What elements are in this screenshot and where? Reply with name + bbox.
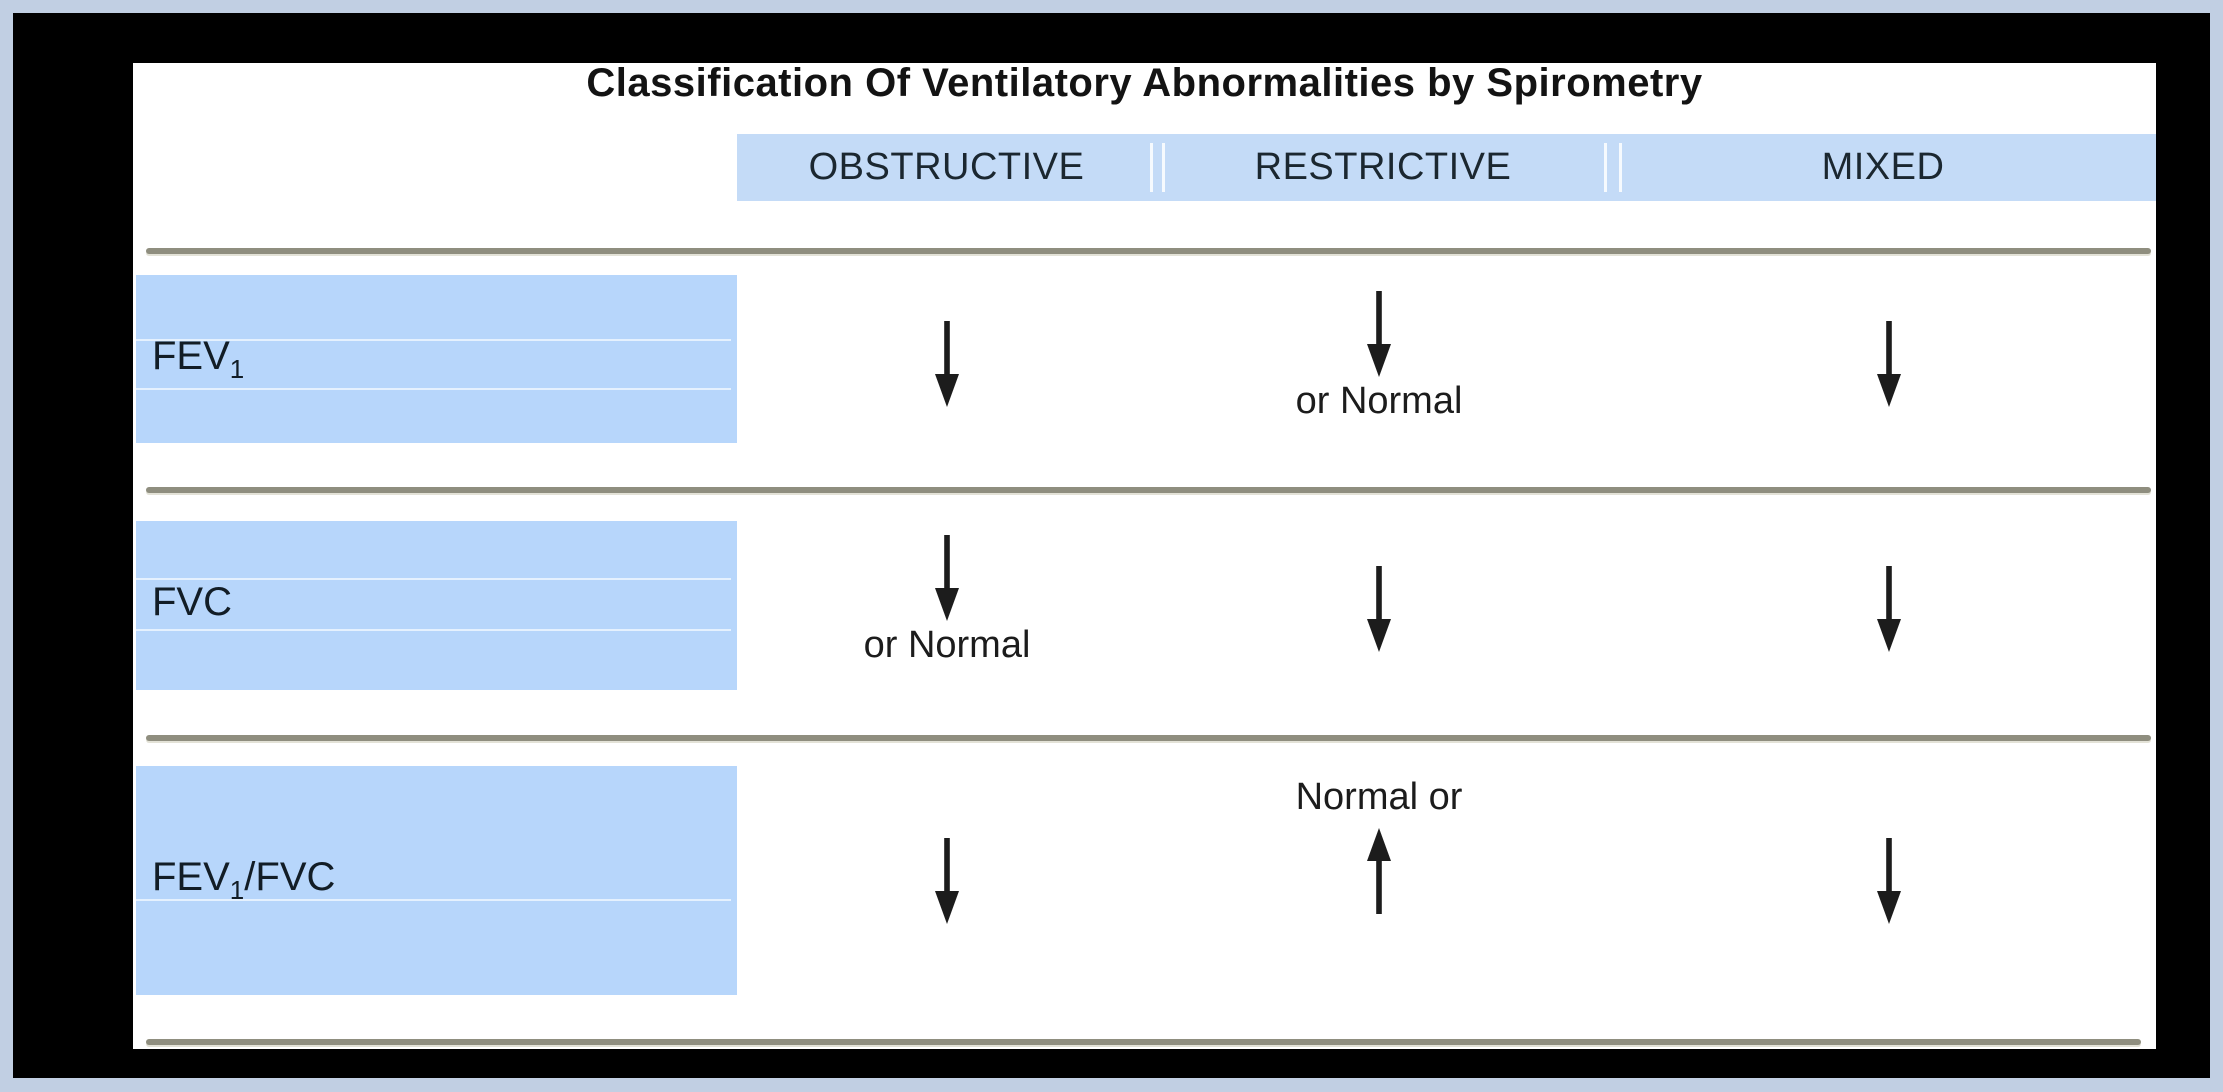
down-arrow-icon	[1363, 291, 1395, 377]
row-label-fev1: FEV1	[136, 275, 737, 443]
cell-text: Normal or	[1295, 776, 1463, 818]
column-header-mixed: MIXED	[1821, 146, 1945, 188]
down-arrow-icon	[1873, 566, 1905, 652]
down-arrow-icon	[1873, 321, 1905, 407]
gridline	[136, 898, 731, 901]
row-label-fvc: FVC	[136, 521, 737, 690]
horizontal-rule	[146, 487, 2151, 493]
cell-fev1fvc-mixed	[1689, 838, 2089, 924]
cell-fev1-mixed	[1689, 321, 2089, 407]
horizontal-rule	[146, 1039, 2141, 1045]
cell-text: or Normal	[1295, 380, 1463, 422]
gridline	[136, 578, 731, 581]
cell-fev1fvc-obstructive	[747, 838, 1147, 924]
gridline	[136, 338, 731, 341]
header-divider	[1162, 143, 1165, 192]
row-label-text: FEV1/FVC	[152, 855, 336, 905]
header-divider	[1619, 143, 1622, 192]
header-divider	[1604, 143, 1607, 192]
figure-title: Classification Of Ventilatory Abnormalit…	[586, 61, 1703, 105]
header-divider	[1150, 143, 1153, 192]
spirometry-table: Classification Of Ventilatory Abnormalit…	[133, 61, 2156, 1049]
down-arrow-icon	[1363, 566, 1395, 652]
horizontal-rule	[146, 735, 2151, 741]
cell-fvc-obstructive: or Normal	[747, 535, 1147, 667]
down-arrow-icon	[1873, 838, 1905, 924]
cell-fev1-restrictive: or Normal	[1179, 291, 1579, 423]
down-arrow-icon	[931, 321, 963, 407]
up-arrow-icon	[1363, 828, 1395, 914]
column-header-row: OBSTRUCTIVE RESTRICTIVE MIXED	[737, 134, 2156, 201]
cell-fev1-obstructive	[747, 321, 1147, 407]
column-header-obstructive: OBSTRUCTIVE	[808, 146, 1085, 188]
row-label-text: FVC	[152, 580, 232, 624]
gridline	[136, 387, 731, 390]
down-arrow-icon	[931, 838, 963, 924]
cell-fvc-mixed	[1689, 566, 2089, 652]
down-arrow-icon	[931, 535, 963, 621]
column-header-restrictive: RESTRICTIVE	[1254, 146, 1512, 188]
horizontal-rule	[146, 248, 2151, 254]
gridline	[136, 629, 731, 632]
black-frame: Classification Of Ventilatory Abnormalit…	[13, 13, 2210, 1078]
row-label-fev1-fvc: FEV1/FVC	[136, 766, 737, 995]
cell-fev1fvc-restrictive: Normal or	[1179, 775, 1579, 914]
cell-text: or Normal	[863, 624, 1031, 666]
row-label-text: FEV1	[152, 333, 245, 384]
cell-fvc-restrictive	[1179, 566, 1579, 652]
